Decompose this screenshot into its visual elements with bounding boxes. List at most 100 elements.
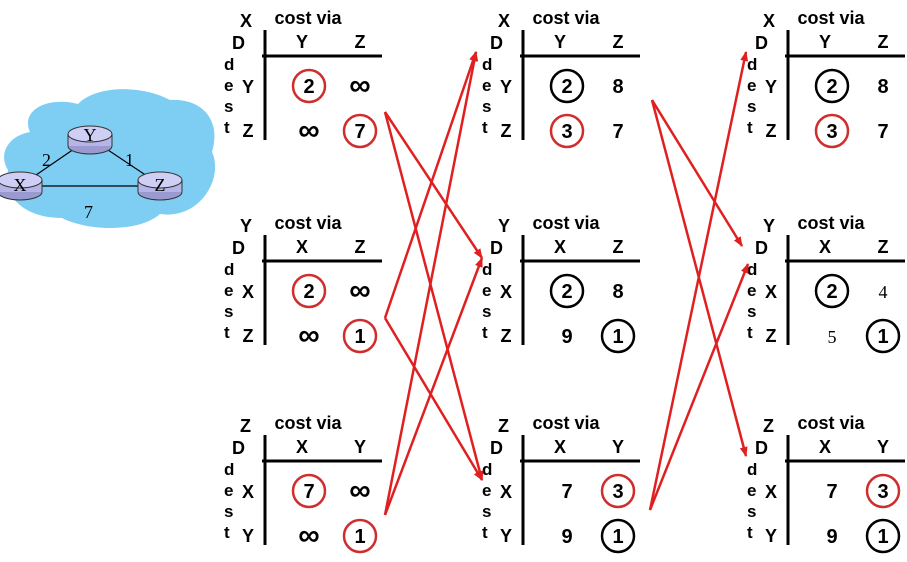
cost-via-header: cost via: [274, 213, 342, 233]
dest-side-letter: e: [482, 281, 491, 300]
table-owner-label: Z: [498, 416, 509, 436]
cost-via-header: cost via: [274, 413, 342, 433]
dest-side-letter: d: [747, 460, 757, 479]
cost-circle: [814, 68, 850, 104]
dest-header: D: [490, 33, 503, 53]
dest-side-letter: e: [224, 481, 233, 500]
cost-value: 8: [612, 281, 623, 303]
dest-side-letter: e: [224, 76, 233, 95]
cost-circle: [600, 318, 636, 354]
dest-side-letter: e: [747, 281, 756, 300]
update-arrow: [383, 111, 484, 481]
cost-circle: [865, 518, 901, 554]
dest-side-letter: s: [482, 302, 491, 321]
cost-circle: [342, 318, 378, 354]
dest-side-letter: t: [747, 523, 753, 542]
dest-side-letter: d: [747, 260, 757, 279]
via-header: Y: [612, 437, 624, 457]
cost-value: 2: [303, 76, 314, 98]
cost-circle: [865, 318, 901, 354]
cost-value: ∞: [298, 319, 319, 352]
cost-value: ∞: [349, 69, 370, 102]
dest-row-label: Y: [765, 77, 777, 97]
cost-via-header: cost via: [797, 8, 865, 28]
update-arrow: [648, 263, 750, 511]
dest-row-label: Y: [500, 526, 512, 546]
dest-side-letter: e: [224, 281, 233, 300]
link-cost-y-z: 1: [125, 150, 134, 170]
cost-via-header: cost via: [797, 213, 865, 233]
table-owner-label: Z: [763, 416, 774, 436]
dest-side-letter: d: [482, 460, 492, 479]
dest-side-letter: t: [482, 118, 488, 137]
dest-row-label: X: [765, 282, 777, 302]
cost-value: 1: [612, 326, 623, 348]
cost-circle: [814, 273, 850, 309]
dest-row-label: Z: [766, 326, 777, 346]
cost-circle: [291, 273, 327, 309]
cost-circle: [342, 113, 378, 149]
update-arrow: [383, 317, 484, 481]
dest-side-letter: t: [747, 118, 753, 137]
dest-row-label: Y: [242, 526, 254, 546]
router-y-label: Y: [84, 125, 97, 145]
cost-value: 2: [303, 281, 314, 303]
dest-side-letter: t: [482, 523, 488, 542]
cost-via-header: cost via: [532, 213, 600, 233]
dest-side-letter: t: [224, 323, 230, 342]
table-owner-label: Y: [763, 216, 775, 236]
dest-side-letter: t: [482, 323, 488, 342]
via-header: Z: [613, 32, 624, 52]
cost-value: ∞: [298, 114, 319, 147]
update-arrow: [383, 51, 478, 319]
dest-side-letter: e: [747, 481, 756, 500]
dest-row-label: X: [500, 482, 512, 502]
dest-side-letter: s: [747, 502, 756, 521]
cost-value: 8: [877, 76, 888, 98]
dest-header: D: [232, 33, 245, 53]
cost-value: 3: [612, 481, 623, 503]
cost-value: 1: [877, 526, 888, 548]
dest-row-label: Y: [500, 77, 512, 97]
cost-value: 7: [612, 121, 623, 143]
dest-row-label: X: [242, 282, 254, 302]
via-header: Y: [554, 32, 566, 52]
network-cloud: [4, 89, 216, 229]
cost-value: 7: [561, 481, 572, 503]
cost-value: 3: [877, 481, 888, 503]
cost-value: 5: [828, 327, 837, 347]
dest-row-label: Y: [765, 526, 777, 546]
via-header: Y: [354, 437, 366, 457]
dest-side-letter: d: [224, 460, 234, 479]
via-header: Z: [613, 237, 624, 257]
dest-side-letter: s: [224, 97, 233, 116]
via-header: X: [819, 237, 831, 257]
router-x-label: X: [14, 175, 27, 195]
cost-via-header: cost via: [797, 413, 865, 433]
cost-value: ∞: [349, 274, 370, 307]
cost-value: 2: [826, 76, 837, 98]
via-header: Z: [878, 32, 889, 52]
cost-circle: [600, 473, 636, 509]
cost-circle: [549, 273, 585, 309]
table-owner-label: Y: [240, 216, 252, 236]
cost-value: 1: [354, 526, 365, 548]
cost-circle: [549, 113, 585, 149]
dest-row-label: Z: [243, 121, 254, 141]
cost-circle: [814, 113, 850, 149]
router-y: Y: [67, 125, 113, 155]
dest-side-letter: e: [747, 76, 756, 95]
dest-side-letter: e: [482, 76, 491, 95]
table-owner-label: Z: [240, 416, 251, 436]
cost-via-header: cost via: [532, 8, 600, 28]
dest-side-letter: t: [747, 323, 753, 342]
dest-row-label: Z: [501, 121, 512, 141]
